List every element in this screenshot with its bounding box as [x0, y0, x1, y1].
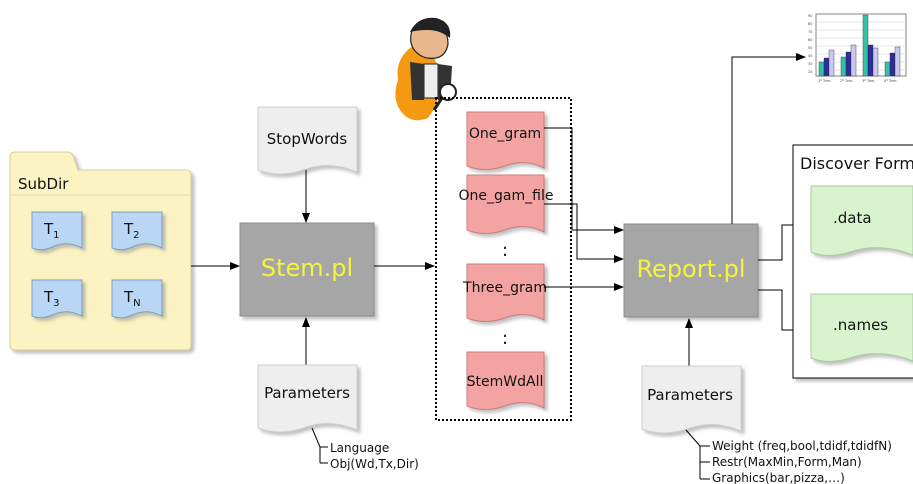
document-icon	[466, 351, 545, 410]
output-one-gam-file-label: One_gam_file	[459, 188, 554, 204]
arrow-one-gram-to-report	[544, 127, 624, 234]
svg-text:30: 30	[808, 62, 812, 66]
report-parameters-label: Parameters	[647, 386, 733, 404]
report-label: Report.pl	[636, 255, 745, 283]
output-stemwdall: StemWdAll	[466, 351, 545, 410]
svg-text:60: 60	[808, 38, 812, 42]
output-one-gram-label: One_gram	[469, 126, 541, 142]
document-icon	[257, 106, 358, 175]
file-t3-sub: 3	[53, 298, 59, 309]
document-icon	[257, 364, 358, 433]
document-icon	[641, 365, 742, 434]
subdir-folder: SubDir T1 T2 T3 TN	[9, 151, 192, 351]
file-t1-sub: 1	[53, 230, 59, 241]
report-param-note-2: Restr(MaxMin,Form,Man)	[712, 455, 862, 469]
file-t2: T2	[111, 211, 163, 251]
svg-text:4º Trim.: 4º Trim.	[884, 79, 898, 83]
svg-text:80: 80	[808, 22, 812, 26]
svg-text:3º Trim.: 3º Trim.	[862, 79, 876, 83]
file-t2-base: T	[123, 220, 134, 238]
output-one-gram: One_gram	[466, 111, 545, 170]
stem-process: Stem.pl	[239, 222, 375, 317]
document-icon	[111, 279, 163, 319]
stem-parameters-label: Parameters	[264, 384, 350, 402]
arrow-report-to-chart	[731, 53, 806, 224]
file-tn-base: T	[123, 288, 134, 306]
stem-param-note-1: Language	[330, 441, 389, 455]
discover-format-title: Discover Format	[800, 154, 913, 173]
bar-chart-icon: 90 80 70 60 50 40 30 20 1º Trim. 2º Trim. 3º T…	[808, 13, 907, 83]
document-icon	[466, 263, 545, 322]
outputs-ellipsis-2: :	[502, 328, 508, 349]
report-param-note-3: Graphics(bar,pizza,…)	[712, 471, 845, 484]
svg-text:20: 20	[808, 70, 812, 74]
outputs-dotted-border	[435, 97, 572, 421]
file-t3: T3	[31, 279, 83, 319]
discover-file-names-label: .names	[833, 316, 888, 334]
svg-text:TN: TN	[123, 288, 141, 309]
stem-parameters-doc: Parameters	[257, 364, 358, 433]
file-tn-sub: N	[133, 298, 140, 309]
stopwords-doc: StopWords	[257, 106, 358, 175]
output-three-gram: Three_gram	[462, 263, 547, 322]
report-process: Report.pl	[623, 223, 759, 318]
svg-text:50: 50	[808, 46, 812, 50]
svg-text:40: 40	[808, 54, 812, 58]
arrow-one-gam-file-to-report	[544, 203, 624, 263]
document-icon	[810, 293, 913, 362]
stopwords-label: StopWords	[267, 130, 348, 148]
report-parameters-doc: Parameters	[641, 365, 742, 434]
outputs-group: One_gram One_gam_file : Three_gram : Ste…	[435, 97, 572, 421]
document-icon	[31, 279, 83, 319]
svg-text:2º Trim.: 2º Trim.	[840, 79, 854, 83]
document-icon	[31, 211, 83, 251]
output-one-gam-file: One_gam_file	[459, 174, 554, 234]
document-icon	[466, 111, 545, 170]
svg-text:T2: T2	[123, 220, 140, 241]
discover-file-data: .data	[810, 185, 913, 256]
file-t1: T1	[31, 211, 83, 251]
svg-text:70: 70	[808, 30, 812, 34]
file-t1-base: T	[43, 220, 54, 238]
document-icon	[111, 211, 163, 251]
discover-file-names: .names	[810, 293, 913, 362]
svg-text:T1: T1	[43, 220, 60, 241]
stem-param-note-2: Obj(Wd,Tx,Dir)	[330, 457, 419, 471]
file-t3-base: T	[43, 288, 54, 306]
output-stemwdall-label: StemWdAll	[467, 374, 544, 390]
discover-file-data-label: .data	[833, 209, 872, 227]
svg-text:T3: T3	[43, 288, 60, 309]
file-tn: TN	[111, 279, 163, 319]
stem-label: Stem.pl	[261, 254, 353, 282]
subdir-label: SubDir	[18, 175, 69, 193]
document-icon	[466, 174, 545, 234]
report-param-callout	[685, 429, 701, 479]
svg-text:1º Trim.: 1º Trim.	[818, 79, 832, 83]
document-icon	[810, 185, 913, 256]
output-three-gram-label: Three_gram	[462, 280, 547, 296]
person-with-magnifier-icon	[395, 17, 457, 121]
svg-text:90: 90	[808, 14, 812, 18]
report-param-note-1: Weight (freq,bool,tdidf,tdidfN)	[712, 439, 892, 453]
outputs-ellipsis-1: :	[502, 240, 508, 261]
file-t2-sub: 2	[133, 230, 139, 241]
stem-param-callout	[311, 427, 321, 463]
discover-format-box: Discover Format .data .names	[792, 144, 913, 379]
